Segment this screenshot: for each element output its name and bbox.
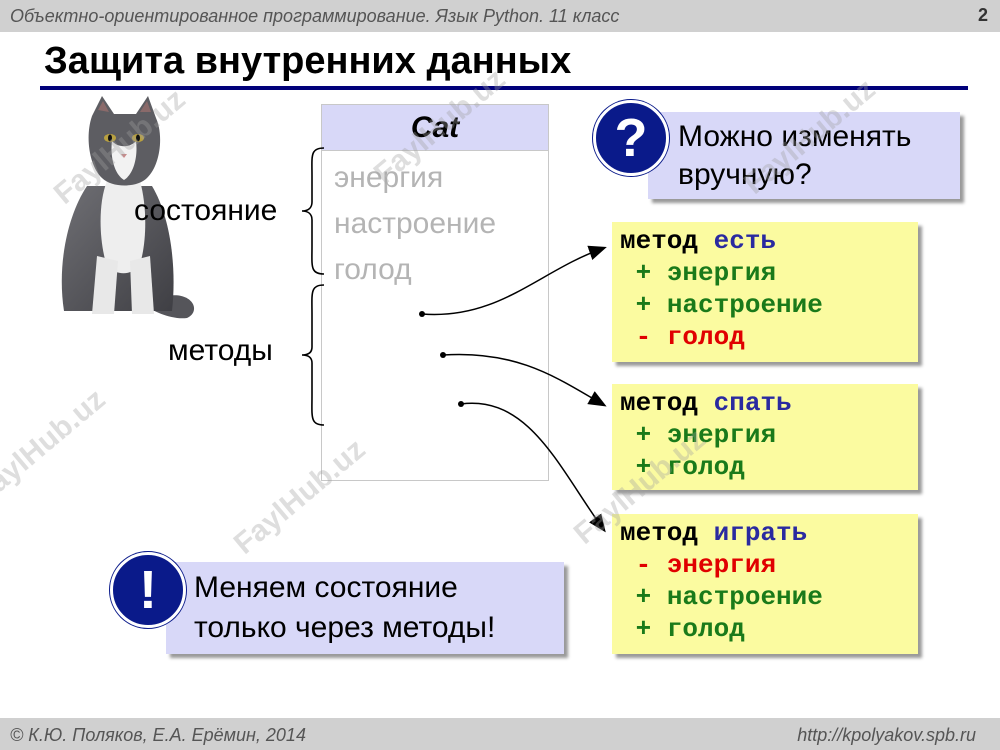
authors-credit: © К.Ю. Поляков, Е.А. Ерёмин, 2014 — [10, 725, 306, 745]
method-header: метод спать — [620, 388, 792, 418]
effect-sign: + — [635, 582, 652, 612]
exclaim-line-1: Меняем состояние — [194, 571, 458, 604]
question-text: Можно изменять вручную? — [678, 118, 911, 194]
effect-sign: + — [635, 452, 652, 482]
header-bar: Объектно-ориентированное программировани… — [0, 0, 1000, 32]
effect-text: энергия — [666, 420, 777, 450]
class-diagram: Cat энергия настроение голод — [321, 104, 549, 481]
class-header: Cat — [322, 105, 548, 151]
method-box-play: метод играть - энергия + настроение + го… — [612, 514, 918, 654]
exclaim-line-2: только через методы! — [194, 611, 496, 644]
methods-brace — [301, 284, 325, 426]
method-box-sleep: метод спать + энергия + голод — [612, 384, 918, 490]
exclaim-text: Меняем состояние только через методы! — [194, 568, 495, 648]
effect-sign: + — [635, 290, 652, 320]
exclaim-icon: ! — [110, 552, 186, 628]
method-effect: + энергия — [620, 258, 776, 288]
method-effect: + энергия — [620, 420, 776, 450]
question-line-2: вручную? — [678, 158, 812, 191]
effect-text: голод — [666, 452, 745, 482]
course-title: Объектно-ориентированное программировани… — [10, 6, 620, 26]
methods-label: методы — [168, 334, 273, 367]
attribute-mood: настроение — [334, 207, 497, 240]
effect-sign: - — [635, 550, 652, 580]
effect-text: настроение — [666, 290, 823, 320]
method-effect: - голод — [620, 322, 745, 352]
effect-text: энергия — [666, 550, 777, 580]
question-line-1: Можно изменять — [678, 120, 912, 153]
title-underline — [40, 86, 968, 90]
method-keyword: метод — [620, 388, 699, 418]
attribute-hunger: голод — [334, 253, 412, 286]
method-effect: + голод — [620, 614, 745, 644]
method-box-eat: метод есть + энергия + настроение - голо… — [612, 222, 918, 362]
method-name: играть — [713, 518, 808, 548]
effect-sign: + — [635, 614, 652, 644]
method-effect: + настроение — [620, 582, 823, 612]
effect-text: голод — [666, 322, 745, 352]
question-icon: ? — [593, 100, 669, 176]
question-callout: Можно изменять вручную? — [648, 112, 960, 199]
method-name: спать — [713, 388, 792, 418]
attribute-energy: энергия — [334, 161, 444, 194]
method-header: метод есть — [620, 226, 776, 256]
method-effect: + голод — [620, 452, 745, 482]
class-name: Cat — [410, 111, 460, 144]
method-header: метод играть — [620, 518, 807, 548]
effect-text: энергия — [666, 258, 777, 288]
exclaim-callout: Меняем состояние только через методы! — [166, 562, 564, 654]
effect-sign: + — [635, 420, 652, 450]
page-number: 2 — [977, 5, 988, 25]
method-effect: + настроение — [620, 290, 823, 320]
state-brace — [301, 147, 325, 275]
method-name: есть — [713, 226, 777, 256]
effect-text: настроение — [666, 582, 823, 612]
site-link[interactable]: http://kpolyakov.spb.ru — [797, 725, 976, 745]
footer-bar: © К.Ю. Поляков, Е.А. Ерёмин, 2014 http:/… — [0, 718, 1000, 750]
method-keyword: метод — [620, 518, 699, 548]
effect-sign: - — [635, 322, 652, 352]
cat-image — [61, 96, 195, 319]
state-label: состояние — [134, 194, 278, 227]
method-keyword: метод — [620, 226, 699, 256]
effect-sign: + — [635, 258, 652, 288]
effect-text: голод — [666, 614, 745, 644]
method-effect: - энергия — [620, 550, 776, 580]
slide-title: Защита внутренних данных — [44, 40, 572, 82]
